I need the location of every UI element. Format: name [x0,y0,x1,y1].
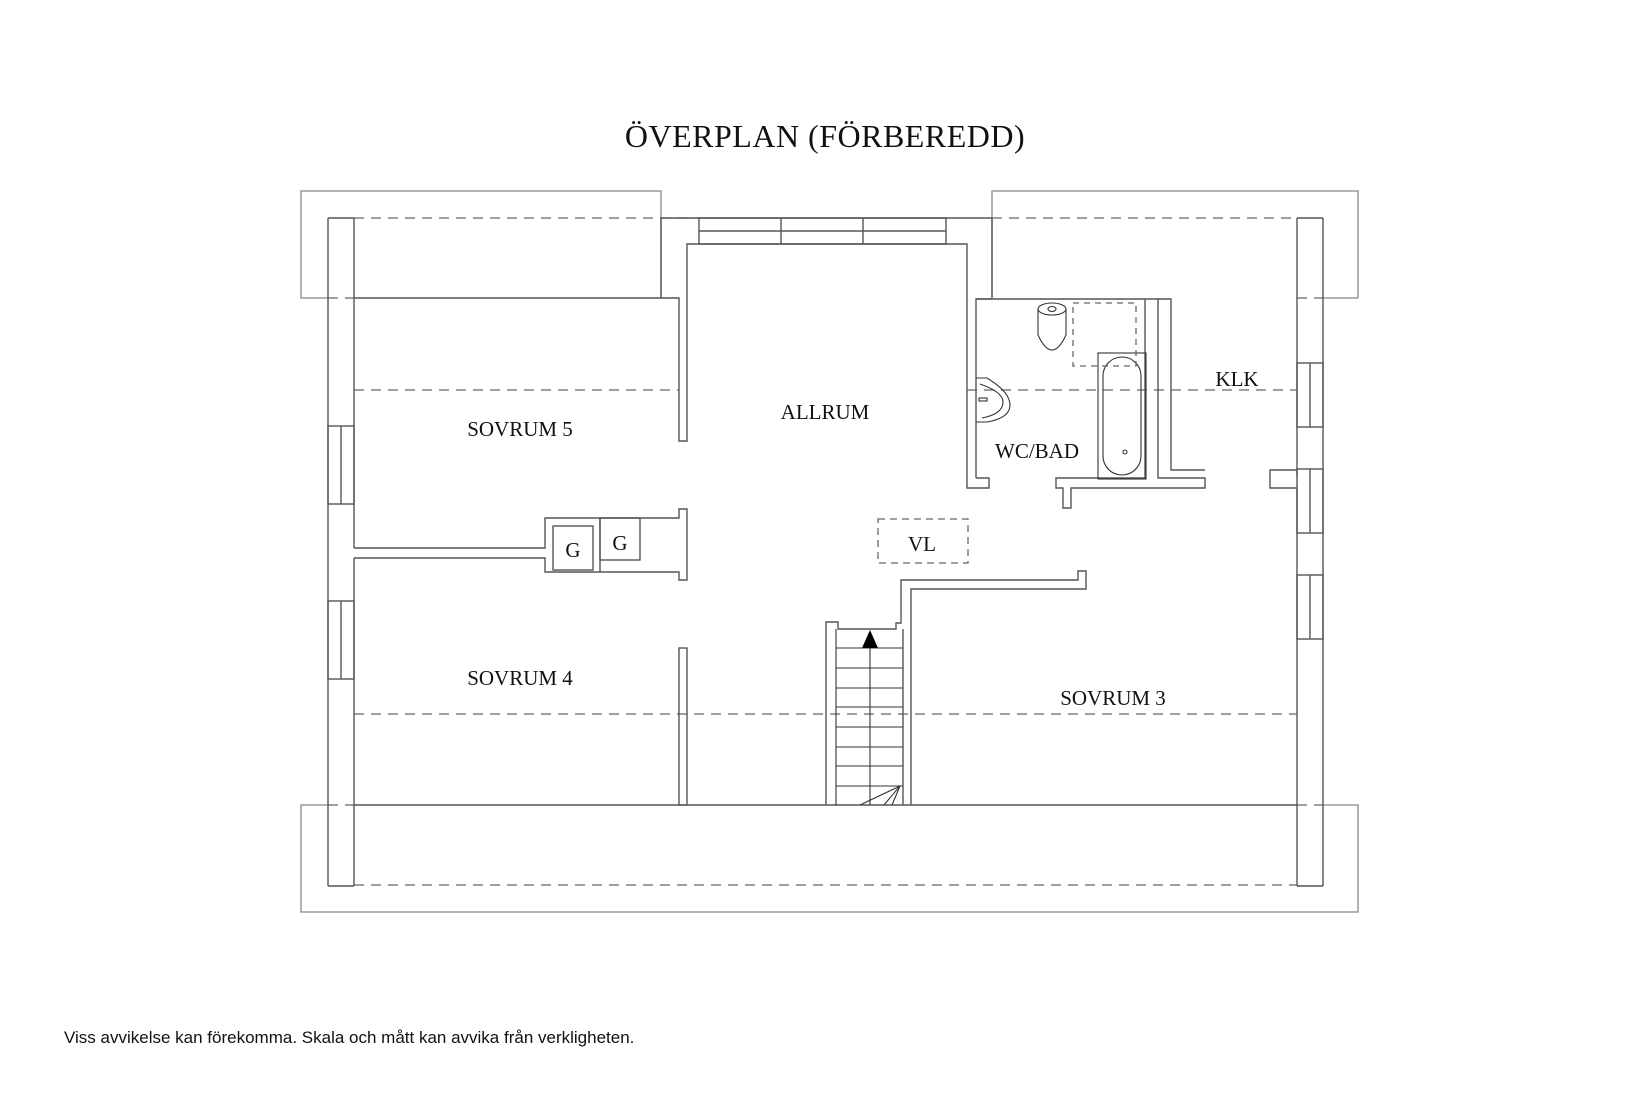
knee-wall-lines [328,217,1323,886]
label-g-1: G [565,538,580,562]
label-sovrum-3: SOVRUM 3 [1060,686,1166,710]
exterior-walls [327,217,1324,887]
interior-walls [354,243,1297,806]
disclaimer-text: Viss avvikelse kan förekomma. Skala och … [64,1028,635,1047]
plan-title: ÖVERPLAN (FÖRBEREDD) [624,118,1026,154]
label-wc-bad: WC/BAD [995,439,1079,463]
room-labels: SOVRUM 5 ALLRUM WC/BAD KLK VL G G SOVRUM… [467,367,1258,710]
label-g-2: G [612,531,627,555]
label-vl: VL [908,532,936,556]
label-sovrum-4: SOVRUM 4 [467,666,573,690]
label-allrum: ALLRUM [781,400,870,424]
label-sovrum-5: SOVRUM 5 [467,417,573,441]
stair-up-arrow-icon [862,630,878,648]
roof-outlines [300,190,1359,913]
label-klk: KLK [1215,367,1258,391]
